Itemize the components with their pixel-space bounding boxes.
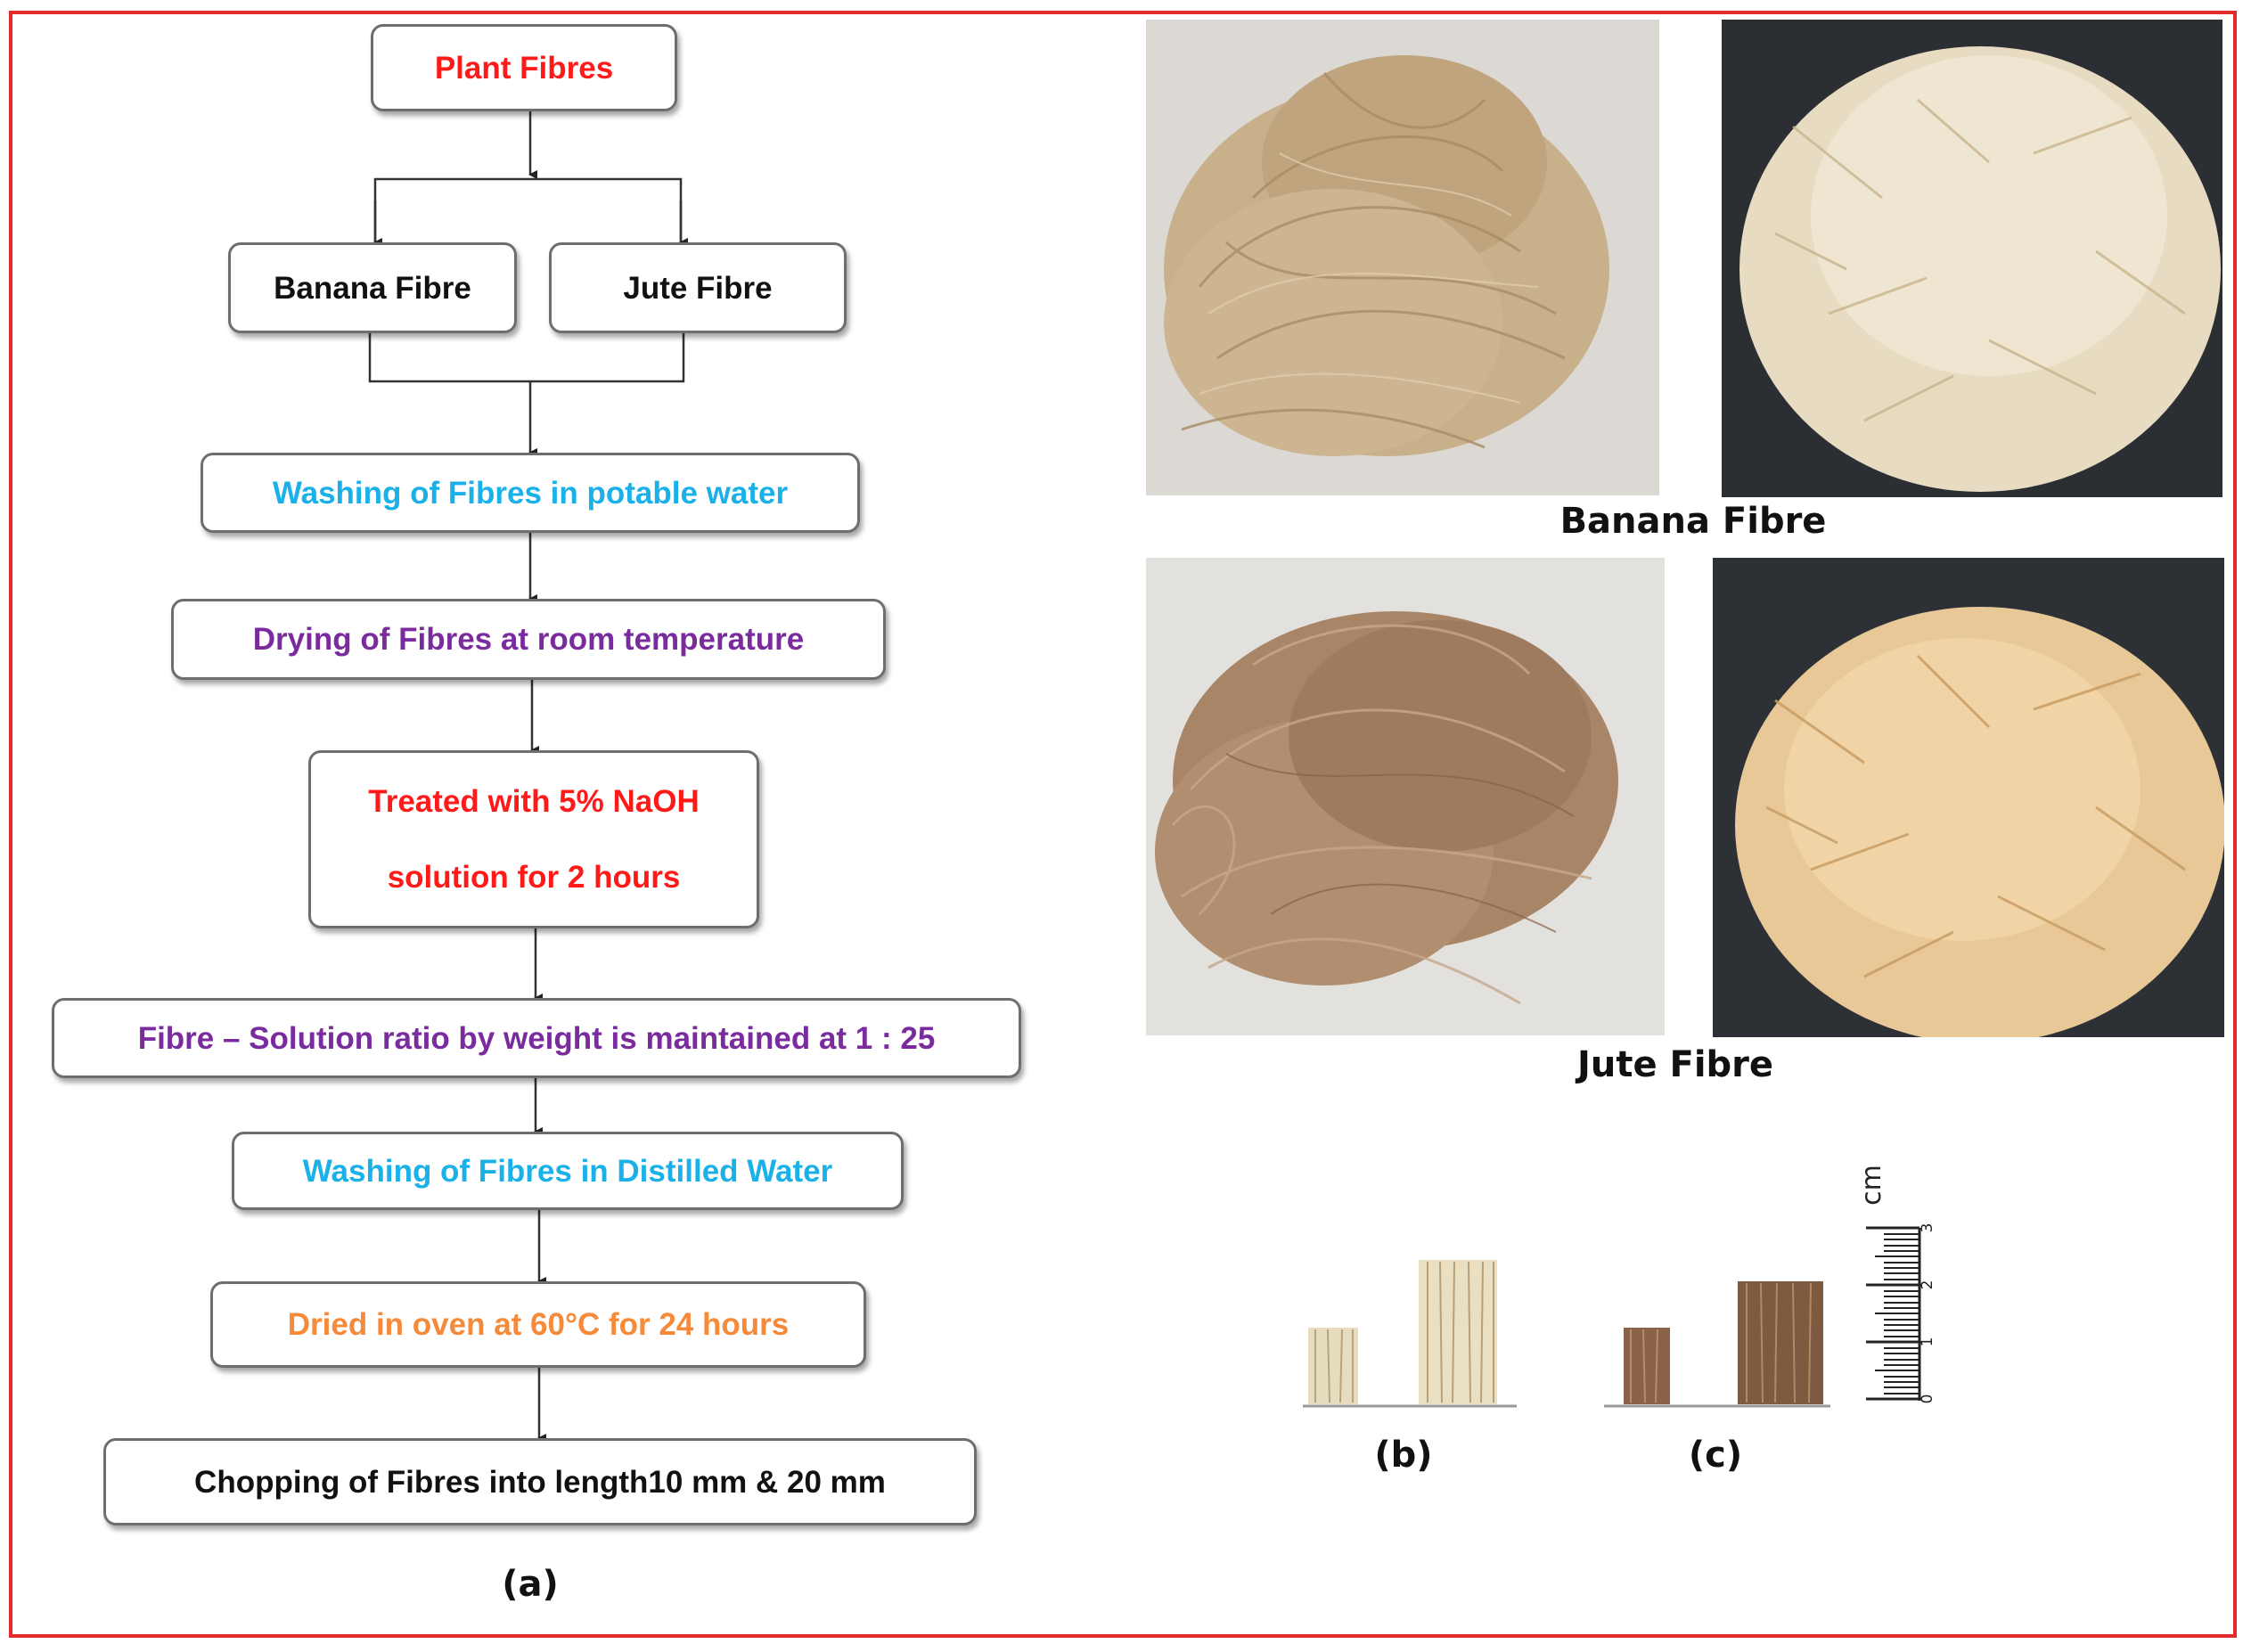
banana-fibre-label: Banana Fibre (274, 270, 471, 306)
oven-drying-box: Dried in oven at 60°C for 24 hours (210, 1281, 866, 1368)
scale-unit-label: cm (1856, 1165, 1887, 1206)
banana-fibre-caption: Banana Fibre (1559, 501, 1827, 542)
scale-tick-1: 1 (1919, 1337, 1936, 1347)
naoh-line-1: Treated with 5% NaOH (368, 784, 700, 819)
naoh-line-2: solution for 2 hours (387, 860, 681, 895)
scale-tick-0: 0 (1919, 1394, 1936, 1404)
jute-fibre-caption: Jute Fibre (1576, 1044, 1774, 1085)
banana-chopped-samples (1303, 1255, 1517, 1411)
naoh-treatment-box: Treated with 5% NaOH solution for 2 hour… (308, 750, 759, 928)
washing-potable-box: Washing of Fibres in potable water (201, 453, 860, 533)
chopping-box: Chopping of Fibres into length10 mm & 20… (103, 1438, 977, 1525)
washing-distilled-label: Washing of Fibres in Distilled Water (302, 1153, 833, 1189)
jute-fibre-box: Jute Fibre (549, 242, 847, 333)
ratio-box: Fibre – Solution ratio by weight is main… (52, 998, 1021, 1078)
panel-b-label: (b) (1374, 1435, 1433, 1476)
plant-fibres-box: Plant Fibres (371, 24, 677, 111)
scale-tick-3: 3 (1919, 1223, 1936, 1233)
drying-label: Drying of Fibres at room temperature (252, 622, 805, 657)
oven-drying-label: Dried in oven at 60°C for 24 hours (287, 1307, 790, 1342)
jute-fibre-label: Jute Fibre (623, 270, 773, 306)
drying-box: Drying of Fibres at room temperature (171, 599, 886, 680)
jute-chopped-samples (1604, 1255, 1830, 1411)
chopping-label: Chopping of Fibres into length10 mm & 20… (194, 1464, 886, 1500)
banana-fibre-chopped-photo (1722, 20, 2222, 497)
jute-fibre-chopped-photo (1713, 558, 2224, 1037)
washing-potable-label: Washing of Fibres in potable water (272, 475, 789, 511)
cm-scale-ruler: 0 1 2 3 cm (1856, 1165, 1936, 1404)
jute-fibre-raw-photo (1146, 558, 1665, 1035)
banana-fibre-raw-photo (1146, 20, 1659, 495)
ratio-label: Fibre – Solution ratio by weight is main… (137, 1020, 936, 1056)
washing-distilled-box: Washing of Fibres in Distilled Water (232, 1132, 904, 1210)
plant-fibres-label: Plant Fibres (434, 50, 614, 86)
panel-a-label: (a) (502, 1564, 559, 1605)
scale-tick-2: 2 (1919, 1280, 1936, 1290)
banana-fibre-box: Banana Fibre (228, 242, 517, 333)
figure-frame (9, 11, 2237, 1638)
panel-c-label: (c) (1688, 1435, 1743, 1476)
